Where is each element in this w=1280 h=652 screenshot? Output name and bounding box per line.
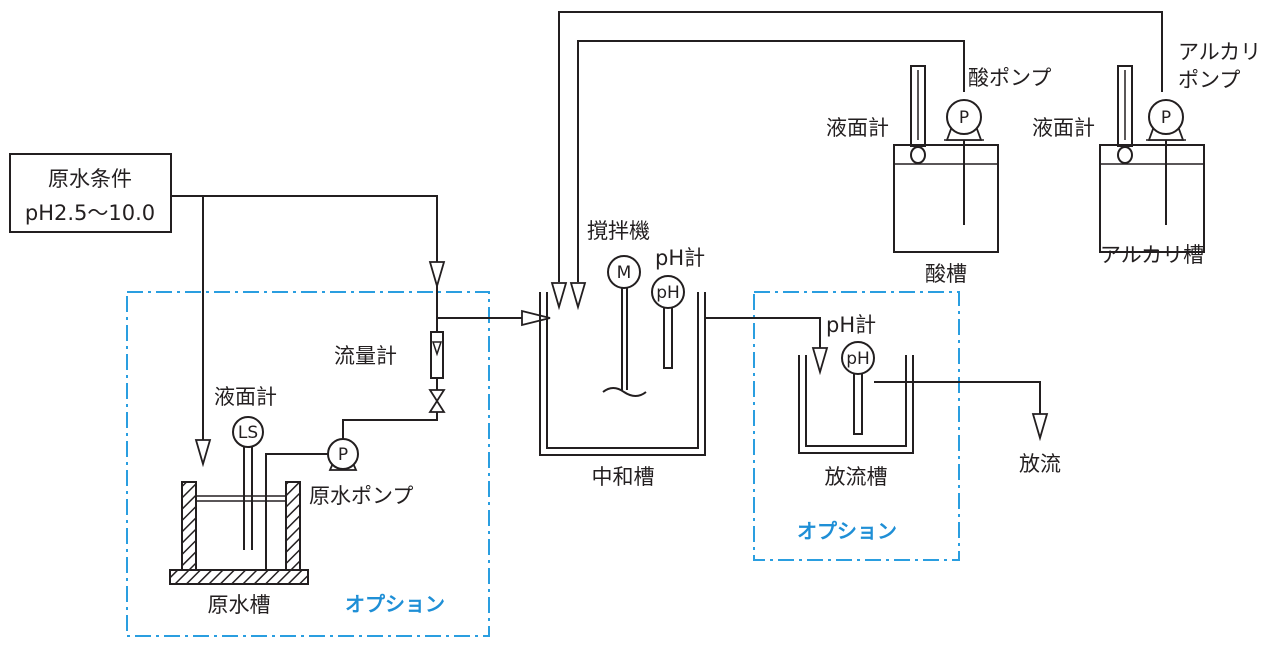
discharge-tank: 放流槽 bbox=[798, 355, 914, 489]
ph-meter-discharge-label: pH計 bbox=[826, 313, 876, 337]
flow-meter-label: 流量計 bbox=[334, 344, 397, 368]
ph-symbol-discharge: pH bbox=[846, 349, 870, 369]
bypass-arrow bbox=[428, 261, 446, 290]
raw-pump-symbol: P bbox=[338, 445, 348, 465]
alkali-dosing-arrow bbox=[550, 282, 568, 311]
transfer-arrow bbox=[811, 347, 829, 376]
motor-symbol: M bbox=[617, 263, 632, 283]
feed-arrow bbox=[521, 309, 551, 327]
raw-water-condition-title: 原水条件 bbox=[48, 167, 132, 191]
option-boundary-discharge bbox=[753, 291, 960, 561]
level-switch: LS 液面計 bbox=[214, 385, 277, 550]
acid-pump-symbol: P bbox=[959, 108, 969, 128]
neutralization-tank-label: 中和槽 bbox=[592, 465, 655, 489]
valve bbox=[428, 389, 446, 413]
chemical-dosing-lines bbox=[550, 11, 1163, 311]
alkali-pump-label-line2: ポンプ bbox=[1178, 68, 1240, 92]
level-switch-symbol: LS bbox=[238, 423, 258, 443]
option-label-raw: オプション bbox=[345, 592, 445, 616]
raw-water-inflow-lines bbox=[171, 195, 446, 468]
option-label-discharge: オプション bbox=[797, 519, 897, 543]
alkali-tank: アルカリ槽 液面計 bbox=[1032, 65, 1205, 267]
ph-meter-discharge: pH pH計 bbox=[826, 313, 876, 435]
alkali-pump-label-line1: アルカリ bbox=[1178, 40, 1261, 64]
raw-water-pump: P 原水ポンプ bbox=[309, 438, 413, 508]
alkali-pump: P アルカリ ポンプ bbox=[1147, 40, 1261, 141]
raw-water-tank-label: 原水槽 bbox=[208, 593, 271, 617]
mixer-label: 撹拌機 bbox=[587, 219, 650, 243]
ph-meter-neutralization-label: pH計 bbox=[655, 246, 705, 270]
discharge-tank-label: 放流槽 bbox=[825, 465, 888, 489]
discharge-label: 放流 bbox=[1019, 452, 1061, 476]
alkali-tank-label: アルカリ槽 bbox=[1100, 243, 1204, 267]
acid-tank: 酸槽 液面計 bbox=[826, 65, 999, 286]
flow-meter: 流量計 bbox=[334, 331, 444, 379]
discharge-arrow bbox=[1031, 413, 1049, 442]
raw-water-condition-box: 原水条件 pH2.5～10.0 bbox=[9, 153, 172, 233]
level-meter-acid-label: 液面計 bbox=[826, 116, 889, 140]
neutralization-tank: 中和槽 bbox=[539, 292, 706, 489]
mixer: M 撹拌機 bbox=[587, 219, 650, 397]
acid-pump-label: 酸ポンプ bbox=[968, 66, 1051, 90]
raw-water-pump-label: 原水ポンプ bbox=[309, 484, 413, 508]
option-boundary-raw bbox=[126, 291, 490, 637]
ph-meter-neutralization: pH pH計 bbox=[651, 246, 705, 369]
raw-water-tank: 原水槽 bbox=[169, 481, 309, 617]
acid-tank-label: 酸槽 bbox=[925, 262, 967, 286]
level-meter-alkali-label: 液面計 bbox=[1032, 116, 1095, 140]
raw-inflow-arrow bbox=[194, 439, 212, 468]
acid-pump: P 酸ポンプ bbox=[945, 66, 1051, 141]
ph-symbol-neutralization: pH bbox=[656, 283, 680, 303]
acid-dosing-arrow bbox=[569, 282, 587, 311]
raw-water-condition-ph: pH2.5～10.0 bbox=[25, 201, 155, 225]
alkali-pump-symbol: P bbox=[1161, 108, 1171, 128]
level-meter-raw-label: 液面計 bbox=[214, 385, 277, 409]
